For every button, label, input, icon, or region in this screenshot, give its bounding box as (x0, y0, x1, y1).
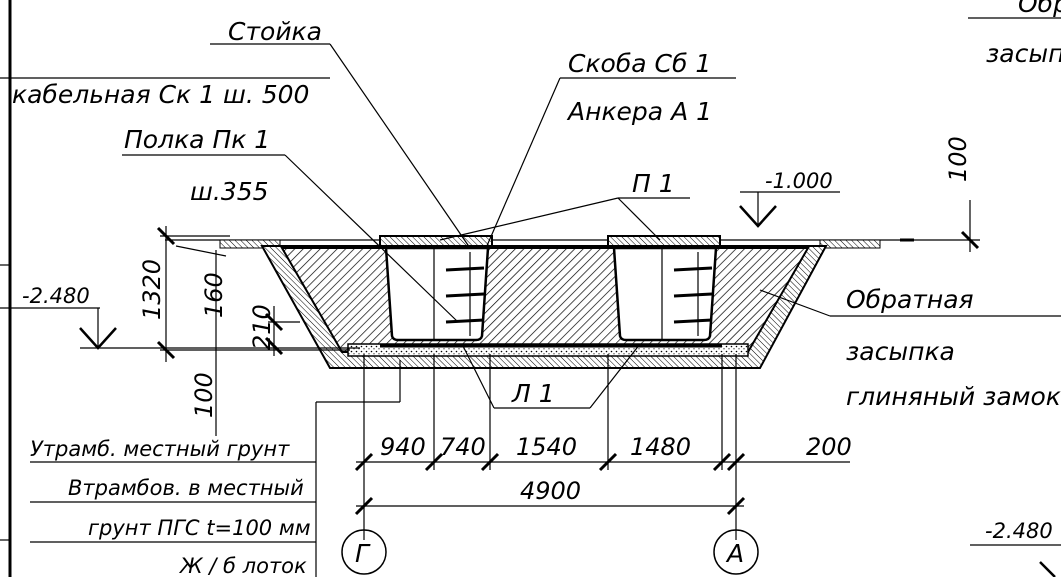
note-3: грунт ПГС t=100 мм (88, 516, 311, 540)
cable-tray-right (607, 235, 721, 342)
dim-vert-right: 100 (944, 136, 972, 182)
label-backfill-2: засыпка (846, 337, 955, 366)
label-top-right-2: засып (986, 39, 1061, 68)
leader-backfill (759, 289, 831, 317)
label-polka-1: Полка Пк 1 (124, 125, 270, 154)
label-skoba: Скоба Сб 1 (568, 49, 711, 78)
axis-label-left: Г (355, 539, 371, 568)
dim-740: 740 (440, 433, 486, 461)
leader-l1-a (461, 343, 495, 409)
dim-tick (960, 230, 980, 250)
axis-label-right: А (725, 539, 744, 568)
cable-tray-left (379, 235, 493, 342)
dim-vert-160: 160 (200, 272, 228, 318)
level-bottom-right: -2.480 (985, 519, 1053, 543)
label-stoyka-2: кабельная Ск 1 ш. 500 (12, 80, 309, 109)
label-l1: Л 1 (511, 379, 555, 408)
label-backfill-3: глиняный замок (846, 382, 1061, 411)
horizontal-dimension-chain (354, 354, 850, 540)
label-stoyka-1: Стойка (228, 17, 322, 46)
label-p1: П 1 (632, 169, 675, 198)
leader-skoba-diag (485, 77, 561, 249)
leader-stoyka-diag (329, 43, 471, 249)
dim-1480: 1480 (630, 433, 691, 461)
dim-vert-100: 100 (190, 372, 218, 418)
level-mark-top: -1.000 (739, 169, 840, 228)
dim-4900: 4900 (520, 477, 581, 505)
vertical-dimensions-left (156, 226, 350, 436)
dim-vert-210: 210 (248, 304, 276, 350)
axis-marker-left (341, 529, 387, 575)
level-mark-bottom-right: -2.480 (970, 519, 1061, 577)
dim-200: 200 (806, 433, 852, 461)
dim-vert-1320: 1320 (138, 259, 166, 320)
axis-marker-right (713, 529, 759, 575)
leader-l1-b (589, 343, 641, 409)
label-top-right-1: Обр (1018, 0, 1061, 18)
backfill-area (280, 247, 810, 353)
level-top: -1.000 (765, 169, 833, 193)
note-1: Утрамб. местный грунт (30, 437, 290, 461)
leader-p1-b (617, 197, 661, 241)
label-polka-2: ш.355 (190, 177, 269, 206)
ground-surface-left (219, 239, 281, 249)
dim-940: 940 (380, 433, 426, 461)
label-ankera: Анкера А 1 (566, 97, 712, 126)
label-backfill-1: Обратная (846, 285, 974, 314)
ground-surface-right (819, 239, 881, 249)
dim-1540: 1540 (516, 433, 577, 461)
level-bottom-left: -2.480 (22, 284, 90, 308)
note-2: Втрамбов. в местный (68, 476, 304, 500)
leader-p1-a (439, 197, 619, 241)
leader-polka-diag (284, 154, 459, 323)
note-4: Ж / б лоток (178, 554, 307, 577)
level-mark-bottom-left: -2.480 (0, 284, 360, 350)
